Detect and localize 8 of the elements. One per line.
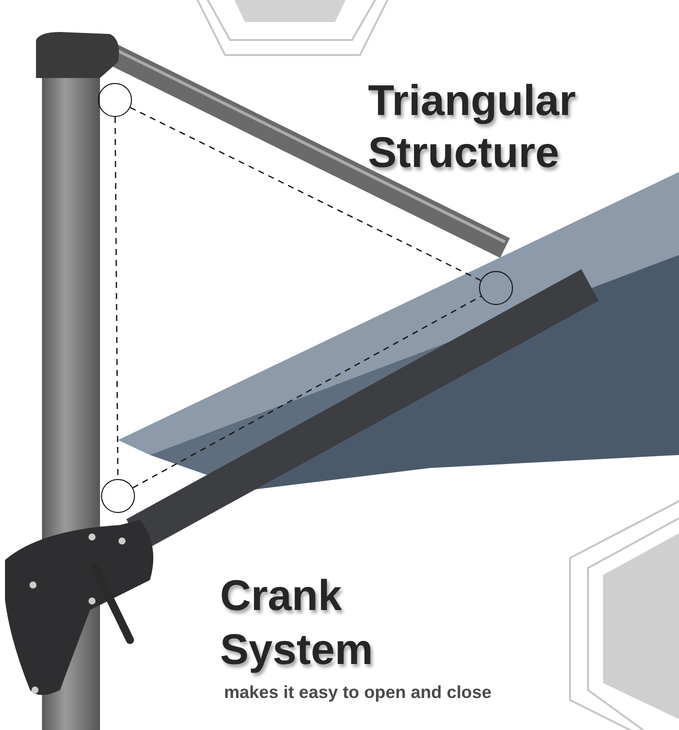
feature-heading: Triangular Structure	[368, 76, 577, 179]
dashed-line	[130, 106, 482, 282]
feature-description: makes it easy to open and close	[224, 682, 492, 703]
joint-marker-circle	[479, 271, 513, 305]
joint-marker-circle	[101, 479, 135, 513]
dashed-line	[132, 296, 482, 488]
feature-heading: Crank System	[220, 571, 374, 676]
joint-marker-circle	[98, 83, 132, 117]
